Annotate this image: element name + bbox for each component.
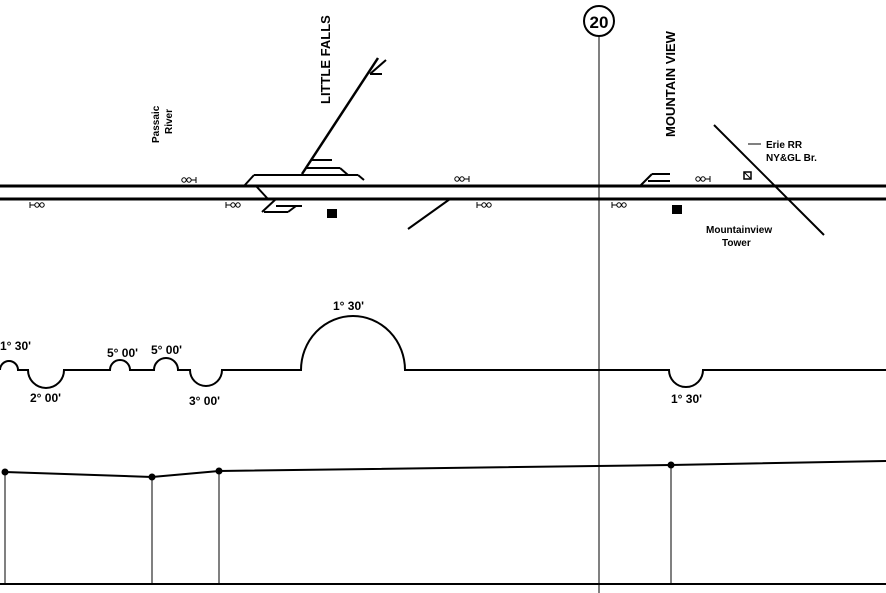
siding-lf-4	[339, 167, 349, 176]
tower-symbol-diag	[743, 171, 752, 180]
curve-label: 5° 00'	[151, 343, 182, 357]
curve-label: 2° 00'	[30, 391, 61, 405]
signal-icon	[181, 177, 197, 183]
curve-label: 5° 00'	[107, 346, 138, 360]
river-label-line1: Passaic	[151, 105, 162, 143]
siding-lf-6	[243, 174, 255, 187]
siding-lf-7	[357, 174, 365, 181]
station-building-lf	[327, 209, 337, 218]
siding-mv-1	[639, 173, 653, 187]
curve-label: 1° 30'	[671, 392, 702, 406]
signal-icon	[611, 202, 627, 208]
curve-label: 3° 00'	[189, 394, 220, 408]
signal-icon	[29, 202, 45, 208]
curvature-line	[0, 315, 886, 389]
milepost-circle	[583, 5, 615, 37]
signal-icon	[225, 202, 241, 208]
erie-label-line2: NY&GL Br.	[766, 153, 817, 164]
siding-lf-lower-1	[261, 198, 277, 213]
crossover-lf	[255, 185, 269, 200]
curve-label: 1° 30'	[0, 339, 31, 353]
siding-lf-lower-4	[287, 205, 297, 213]
grade-point	[667, 461, 675, 469]
signal-icon	[476, 202, 492, 208]
curve-label: 1° 30'	[333, 299, 364, 313]
tower-label-line2: Tower	[722, 238, 751, 249]
station-building-mv	[672, 205, 682, 214]
little-falls-branch	[300, 57, 380, 175]
station-little-falls: LITTLE FALLS	[318, 15, 333, 104]
little-falls-branch-spur	[369, 59, 387, 75]
signal-icon	[454, 176, 470, 182]
erie-label-line1: Erie RR	[766, 140, 803, 151]
spur-lower-center	[407, 198, 451, 230]
grade-point	[215, 467, 223, 475]
river-label-line2: River	[164, 109, 175, 134]
grade-profile	[4, 460, 886, 479]
grade-point	[1, 468, 9, 476]
milepost-number: 20	[590, 13, 609, 32]
tower-label-line1: Mountainview	[706, 225, 772, 236]
grade-point	[148, 473, 156, 481]
signal-icon	[695, 176, 711, 182]
station-mountain-view: MOUNTAIN VIEW	[663, 30, 678, 137]
erie-crossing	[713, 124, 825, 236]
